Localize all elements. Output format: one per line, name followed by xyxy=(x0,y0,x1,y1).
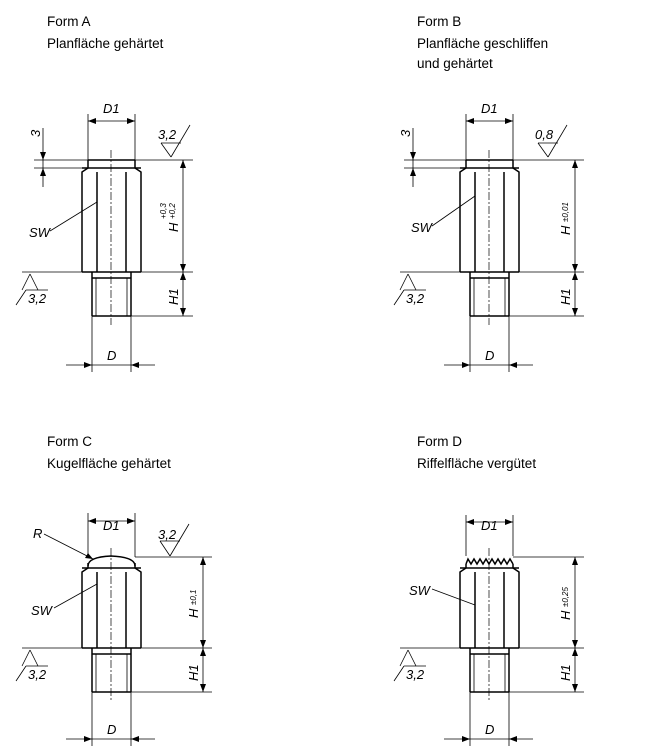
form-a-panel: Form A Planfläche gehärtet 3 D1 3,2 xyxy=(0,0,330,380)
form-b-panel: Form B Planfläche geschliffen und gehärt… xyxy=(370,0,655,380)
form-b-dim-h: H xyxy=(558,225,573,235)
form-c-dim-d: D xyxy=(107,722,116,737)
form-d-panel: Form D Riffelfläche vergütet D1 SW 3,2 xyxy=(370,380,655,750)
form-d-tol-h: ±0,25 xyxy=(561,586,570,607)
form-a-dim-chamfer: 3 xyxy=(28,129,43,137)
form-d-dim-h: H xyxy=(558,610,573,620)
form-b-roughness-shoulder: 3,2 xyxy=(406,291,425,306)
form-c-roughness-shoulder: 3,2 xyxy=(28,667,47,682)
form-d-knurl-teeth xyxy=(465,557,514,566)
form-b-tol-h: ±0,01 xyxy=(561,202,570,222)
form-b-subtitle-line2: und gehärtet xyxy=(417,56,493,71)
form-d-dim-h1: H1 xyxy=(558,664,573,681)
form-b-dim-h1: H1 xyxy=(558,288,573,305)
form-c-tol-h: ±0,1 xyxy=(189,589,198,605)
form-a-tol-h-lower: +0,2 xyxy=(168,203,177,219)
form-d-subtitle: Riffelfläche vergütet xyxy=(417,456,537,471)
form-a-label-sw: SW xyxy=(29,225,52,240)
form-c-subtitle: Kugelfläche gehärtet xyxy=(47,456,171,471)
form-d-roughness-shoulder: 3,2 xyxy=(406,667,425,682)
form-c-dim-h: H xyxy=(186,608,201,618)
form-c-panel: Form C Kugelfläche gehärtet D1 R 3,2 SW xyxy=(0,380,330,750)
form-b-drawing: 3 D1 0,8 SW 3,2 xyxy=(393,101,584,372)
form-d-dim-d1: D1 xyxy=(481,518,498,533)
form-b-dim-d: D xyxy=(485,348,494,363)
form-a-dim-d1: D1 xyxy=(103,101,120,116)
form-c-label-r: R xyxy=(33,526,42,541)
form-c-dim-h1: H1 xyxy=(186,664,201,681)
form-d-dim-d: D xyxy=(485,722,494,737)
form-a-dim-h1: H1 xyxy=(166,288,181,305)
form-b-dim-d1: D1 xyxy=(481,101,498,116)
form-b-subtitle-line1: Planfläche geschliffen xyxy=(417,36,549,51)
form-b-roughness-top: 0,8 xyxy=(535,127,554,142)
form-a-subtitle: Planfläche gehärtet xyxy=(47,36,164,51)
form-d-label-sw: SW xyxy=(409,583,432,598)
form-b-title: Form B xyxy=(417,14,462,29)
form-c-roughness-top: 3,2 xyxy=(158,527,177,542)
form-d-title: Form D xyxy=(417,434,462,449)
form-a-title: Form A xyxy=(47,14,91,29)
form-b-dim-chamfer: 3 xyxy=(398,129,413,137)
form-d-drawing: D1 SW 3,2 H ±0,25 H1 xyxy=(393,515,584,746)
form-c-drawing: D1 R 3,2 SW 3,2 xyxy=(15,513,212,746)
form-a-roughness-shoulder: 3,2 xyxy=(28,291,47,306)
form-b-label-sw: SW xyxy=(411,220,434,235)
form-a-drawing: 3 D1 3,2 SW xyxy=(15,101,193,372)
form-a-dim-d: D xyxy=(107,348,116,363)
form-a-dim-h: H xyxy=(166,222,181,232)
form-c-dim-d1: D1 xyxy=(103,518,120,533)
form-c-title: Form C xyxy=(47,434,92,449)
form-c-label-sw: SW xyxy=(31,603,54,618)
form-a-roughness-top: 3,2 xyxy=(158,127,177,142)
form-a-tol-h-upper: +0,3 xyxy=(159,203,168,219)
